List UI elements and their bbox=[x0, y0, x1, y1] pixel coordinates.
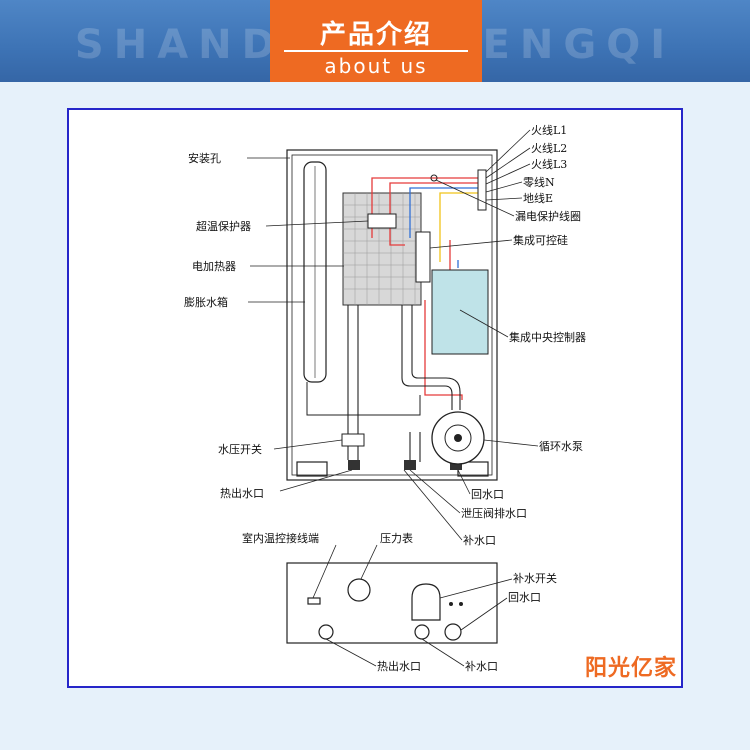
label-relief-drain: 泄压阀排水口 bbox=[461, 506, 527, 520]
label-mount-hole: 安装孔 bbox=[188, 151, 221, 165]
label-bottom-return: 回水口 bbox=[508, 591, 541, 604]
label-makeup-switch: 补水开关 bbox=[513, 571, 557, 585]
label-ground-e: 地线E bbox=[523, 191, 553, 205]
leakage-coil bbox=[430, 174, 438, 182]
thyristor-block bbox=[415, 231, 431, 283]
makeup-switch bbox=[411, 583, 441, 621]
bottom-makeup bbox=[414, 624, 430, 640]
bottom-hot-outlet bbox=[318, 624, 334, 640]
header-banner: SHANDONG HENGQI 产品介绍 about us bbox=[0, 0, 750, 82]
label-leakage-coil: 漏电保护线圈 bbox=[515, 209, 581, 223]
brand-watermark: 阳光亿家 bbox=[585, 656, 678, 681]
label-bottom-hot-outlet: 热出水口 bbox=[377, 659, 421, 673]
cabinet-outline bbox=[286, 149, 498, 481]
label-pump: 循环水泵 bbox=[539, 440, 583, 453]
terminal-strip bbox=[477, 169, 487, 211]
label-overheat-protector: 超温保护器 bbox=[196, 219, 251, 233]
pressure-gauge bbox=[347, 578, 371, 602]
label-hot-outlet: 热出水口 bbox=[220, 486, 264, 500]
label-expansion-tank: 膨胀水箱 bbox=[184, 295, 228, 309]
section-tab: 产品介绍 about us bbox=[270, 0, 482, 82]
return-nozzle bbox=[450, 460, 462, 470]
label-makeup-inlet: 补水口 bbox=[463, 534, 496, 547]
label-thyristor: 集成可控硅 bbox=[513, 233, 568, 247]
label-pressure-gauge: 压力表 bbox=[380, 531, 413, 545]
section-subtitle: about us bbox=[324, 54, 428, 78]
bottom-return bbox=[444, 623, 462, 641]
overheat-protector bbox=[367, 213, 397, 229]
cabinet-inner bbox=[291, 154, 493, 476]
bottom-panel bbox=[286, 562, 498, 644]
label-pressure-switch: 水压开关 bbox=[218, 442, 262, 456]
tab-divider bbox=[284, 50, 468, 52]
pressure-switch bbox=[341, 433, 365, 447]
label-return-inlet: 回水口 bbox=[471, 488, 504, 501]
label-live-l1: 火线L1 bbox=[531, 123, 567, 137]
label-controller: 集成中央控制器 bbox=[509, 330, 586, 344]
hot-outlet-nozzle bbox=[348, 460, 360, 470]
label-heater: 电加热器 bbox=[192, 260, 236, 273]
label-live-l3: 火线L3 bbox=[531, 157, 567, 171]
relief-nozzle bbox=[404, 460, 416, 470]
thermo-terminal bbox=[307, 597, 321, 605]
label-bottom-makeup: 补水口 bbox=[465, 660, 498, 673]
section-title: 产品介绍 bbox=[319, 20, 432, 50]
central-controller bbox=[431, 269, 489, 355]
expansion-tank bbox=[303, 161, 327, 383]
label-neutral-n: 零线N bbox=[523, 175, 555, 189]
label-live-l2: 火线L2 bbox=[531, 141, 567, 155]
cabinet-foot-left bbox=[296, 461, 328, 477]
label-room-thermo-terminal: 室内温控接线端 bbox=[242, 531, 319, 545]
electric-heater bbox=[342, 192, 422, 306]
